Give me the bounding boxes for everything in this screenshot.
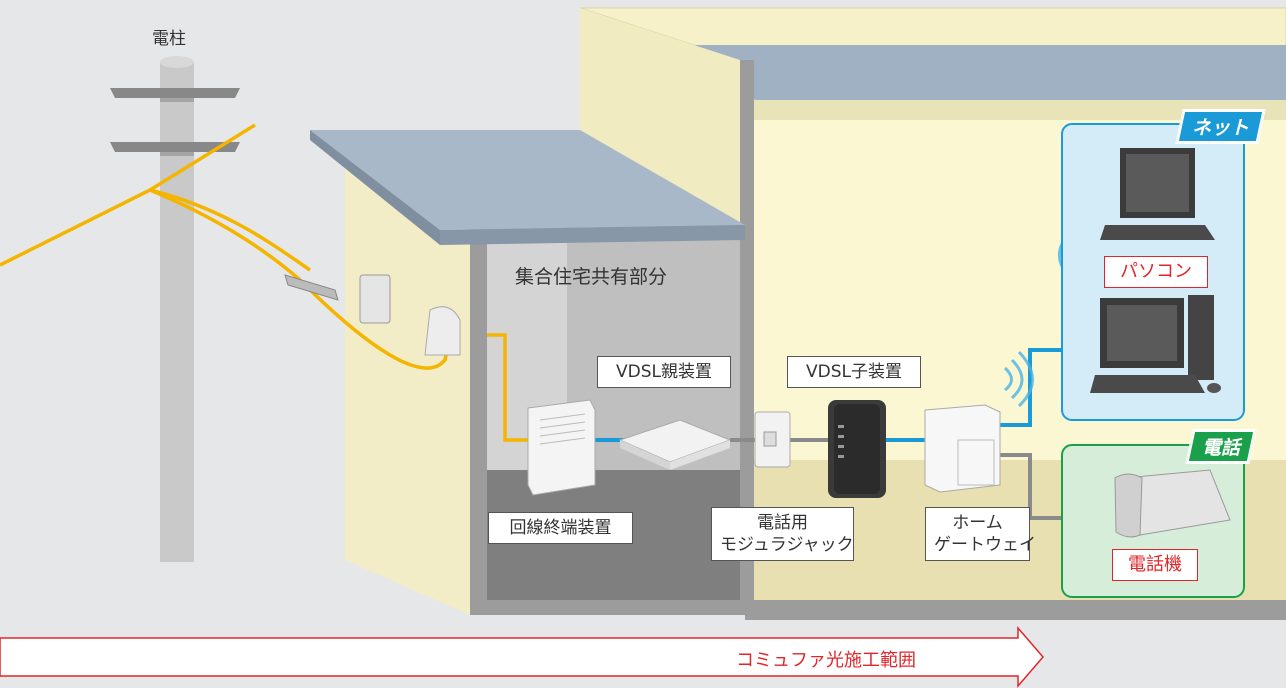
vdsl-child-device [828,400,886,498]
net-tag: ネット [1176,110,1265,143]
construction-range-arrow [0,625,1044,688]
line-terminal-label: 回線終端装置 [488,512,633,544]
home-gateway-device [924,404,1001,493]
modular-jack [754,411,791,468]
phone-jack-label-line1: 電話用 [757,513,808,533]
common-area-label: 集合住宅共有部分 [515,266,668,288]
construction-range-label: コミュファ光施工範囲 [736,650,916,671]
wall-junction [284,274,461,356]
gateway-label: ホーム ゲートウェイ [925,507,1036,561]
net-tag-text: ネット [1192,117,1250,139]
vdsl-parent-device [618,419,732,470]
phone-tag: 電話 [1186,430,1256,463]
phone-jack-label: 電話用 モジュラジャック [711,507,854,561]
gateway-label-line2: ゲートウェイ [934,535,1036,555]
gateway-label-line1: ホーム [952,513,1003,533]
phone-zone [1061,444,1245,598]
vdsl-child-label: VDSL子装置 [787,356,921,388]
pc-label: パソコン [1104,256,1208,288]
phone-jack-label-line2: モジュラジャック [720,535,854,555]
utility-pole [110,56,240,562]
phone-tag-text: 電話 [1202,437,1241,459]
pole-label: 電柱 [152,29,186,49]
phone-label: 電話機 [1112,549,1198,581]
line-terminal-device [527,399,596,496]
vdsl-parent-label: VDSL親装置 [597,356,731,388]
